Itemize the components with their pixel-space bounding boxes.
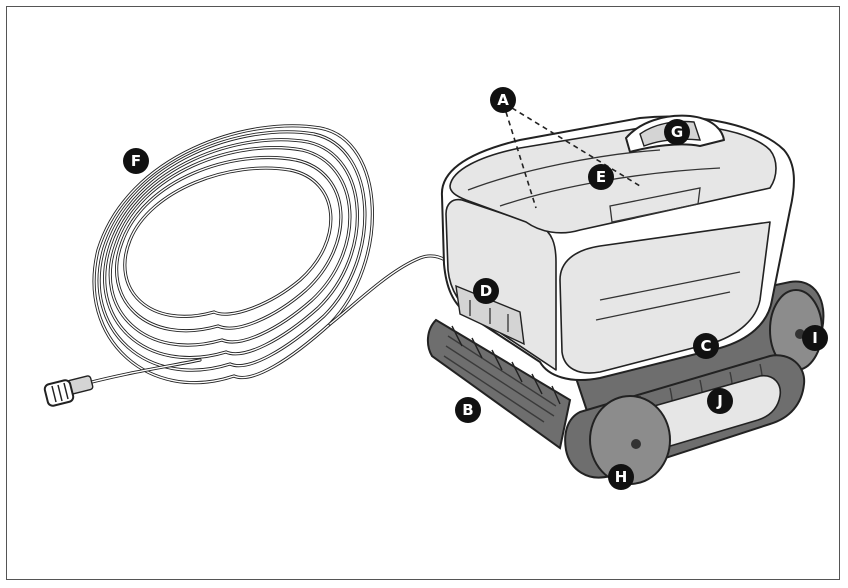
callout-b: B	[455, 397, 481, 423]
svg-text:H: H	[615, 468, 628, 486]
callout-c: C	[693, 333, 719, 359]
svg-text:A: A	[497, 91, 509, 109]
leader-a-2	[511, 107, 641, 187]
svg-text:G: G	[671, 123, 683, 141]
robot-housing	[440, 114, 795, 382]
svg-text:I: I	[812, 329, 818, 347]
callout-i: I	[802, 325, 828, 351]
callout-f: F	[123, 148, 149, 174]
svg-text:J: J	[716, 392, 723, 410]
svg-text:E: E	[596, 168, 606, 186]
cable-connector	[43, 375, 94, 407]
callout-g: G	[664, 119, 690, 145]
coiled-cable	[82, 124, 450, 386]
front-track	[564, 354, 806, 485]
svg-text:B: B	[462, 401, 473, 419]
callout-e: E	[588, 164, 614, 190]
svg-text:D: D	[480, 282, 492, 300]
side-plate	[639, 374, 782, 453]
callout-j: J	[707, 388, 733, 414]
callout-a: A	[490, 87, 516, 113]
svg-text:F: F	[131, 152, 141, 170]
svg-text:C: C	[700, 337, 711, 355]
front-brush	[426, 318, 572, 450]
callout-h: H	[608, 464, 634, 490]
leader-a-1	[505, 111, 537, 209]
callout-d: D	[473, 278, 499, 304]
